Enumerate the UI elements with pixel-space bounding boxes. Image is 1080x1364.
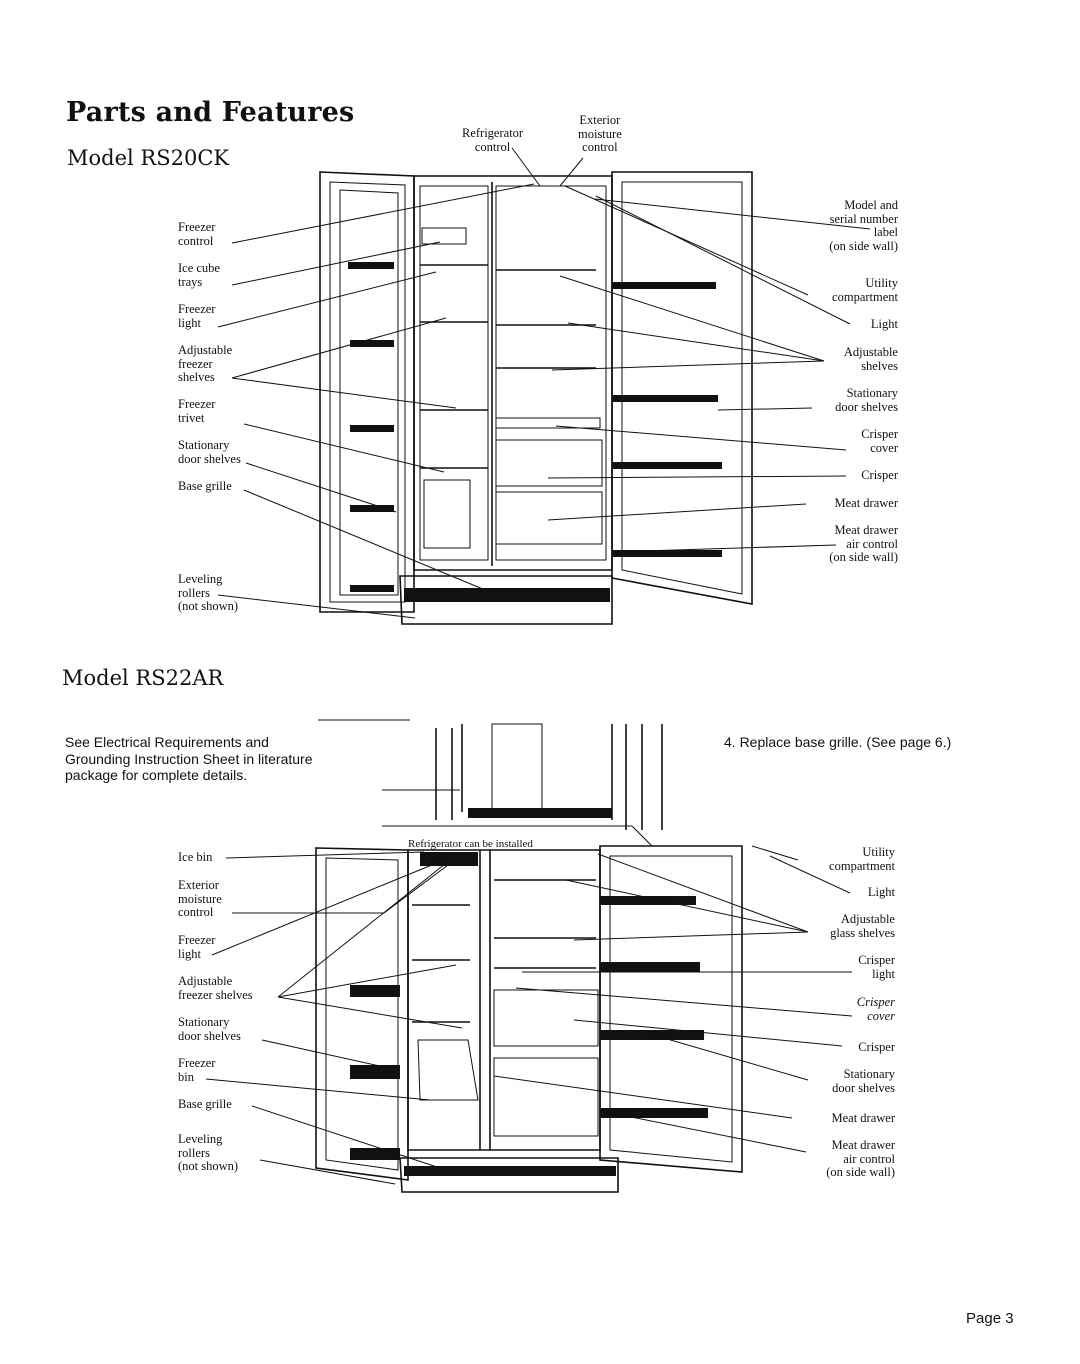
label-ice-bin: Ice bin xyxy=(178,850,213,864)
rs22ar-leader-lines xyxy=(205,845,853,1185)
label-meat-drawer-2: Meat drawer xyxy=(831,1111,895,1125)
overlap-text: Refrigerator can be installed xyxy=(408,838,533,850)
label-light-2: Light xyxy=(867,885,895,899)
label-base-grille: Base grille xyxy=(178,479,232,493)
electrical-requirements-note: See Electrical Requirements and Groundin… xyxy=(65,734,313,783)
replace-base-grille-note: 4. Replace base grille. (See page 6.) xyxy=(724,734,952,750)
label-crisper: Crisper xyxy=(861,468,898,482)
label-meat-drawer: Meat drawer xyxy=(834,496,898,510)
model-rs22ar-heading: Model RS22AR xyxy=(62,666,224,690)
model-rs20ck-heading: Model RS20CK xyxy=(67,146,230,170)
rs20ck-leader-lines xyxy=(217,147,871,619)
rs22ar-illustration xyxy=(315,719,743,1193)
label-light: Light xyxy=(870,317,898,331)
label-crisper-2: Crisper xyxy=(858,1040,895,1054)
page-number: Page 3 xyxy=(966,1310,1014,1327)
rs20ck-illustration xyxy=(319,171,753,625)
page-title: Parts and Features xyxy=(66,97,355,128)
label-base-grille-2: Base grille xyxy=(178,1097,232,1111)
